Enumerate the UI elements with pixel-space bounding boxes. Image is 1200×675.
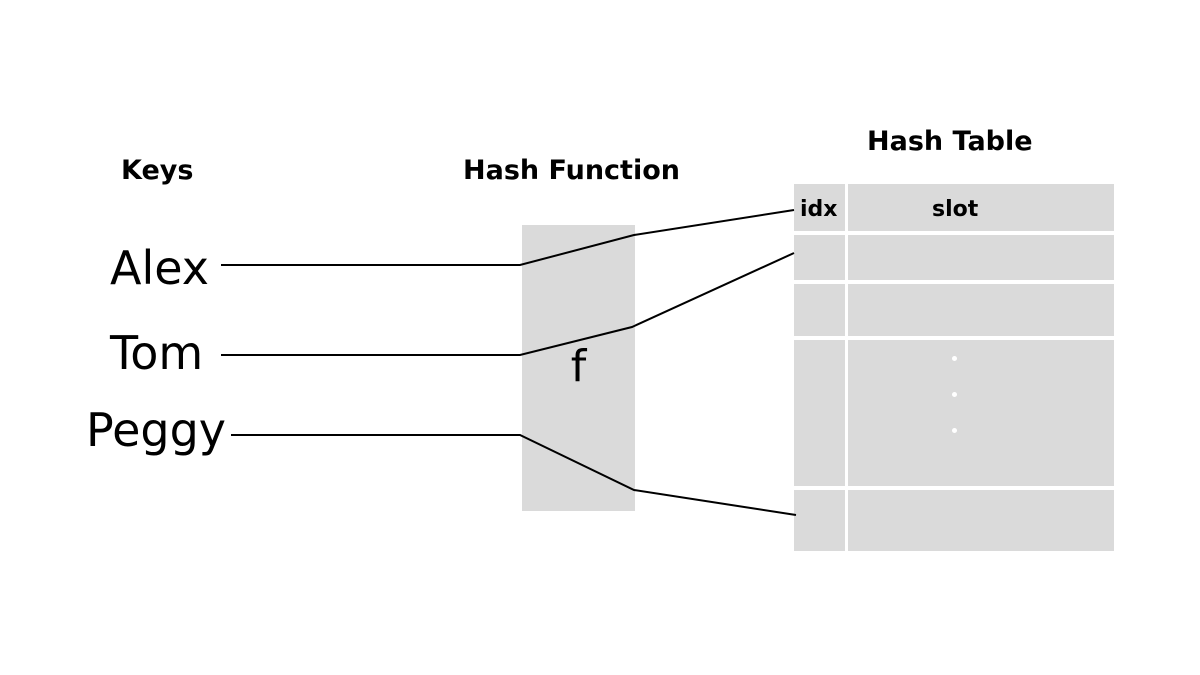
hash-table-header-idx: idx [800, 197, 838, 222]
ellipsis-dot-2 [952, 392, 957, 397]
key-label-tom: Tom [110, 326, 204, 380]
alex-mapping-line [221, 209, 795, 266]
hash-table-header-slot-cell [848, 184, 1114, 231]
hash-table-row-1-slot-cell [848, 235, 1114, 280]
hash-table-ellipsis-idx-cell [794, 340, 845, 486]
hash-table-header-idx-cell [794, 184, 845, 231]
peggy-mapping-line [231, 434, 797, 516]
ellipsis-dot-1 [952, 356, 957, 361]
hash-table-heading: Hash Table [867, 126, 1033, 157]
ellipsis-dot-3 [952, 428, 957, 433]
hash-function-heading: Hash Function [463, 155, 680, 186]
keys-heading: Keys [121, 155, 194, 186]
hash-table-last-row-idx-cell [794, 490, 845, 551]
tom-mapping-line [221, 252, 795, 356]
hash-table-row-1-idx-cell [794, 235, 845, 280]
hash-table-header-slot: slot [932, 197, 979, 222]
hash-table-last-row-slot-cell [848, 490, 1114, 551]
key-label-alex: Alex [110, 241, 209, 295]
hash-function-symbol: f [570, 341, 587, 392]
hash-table-ellipsis-slot-cell [848, 340, 1114, 486]
hash-table-row-2-idx-cell [794, 284, 845, 336]
key-label-peggy: Peggy [86, 403, 227, 457]
hash-table-row-2-slot-cell [848, 284, 1114, 336]
